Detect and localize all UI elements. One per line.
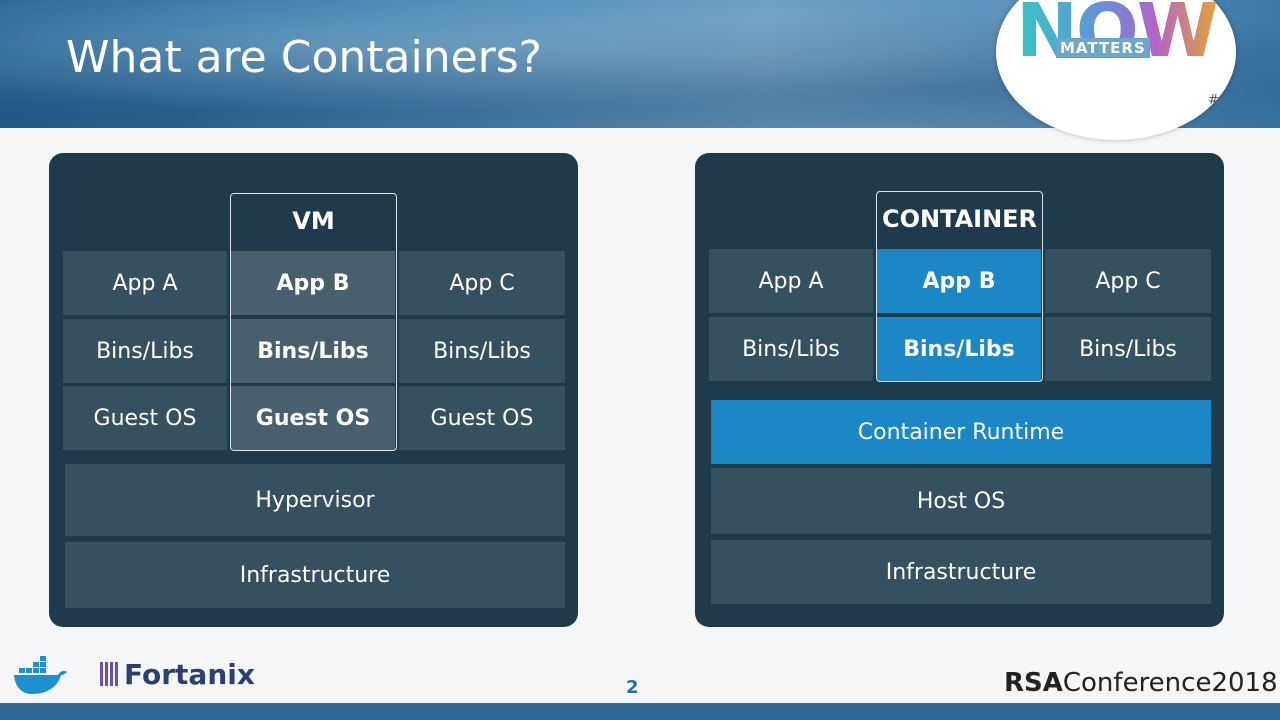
fortanix-mark-icon (100, 662, 120, 686)
fortanix-wordmark: Fortanix (124, 658, 255, 691)
vm-panel: App A App B App C Bins/Libs Bins/Libs Bi… (49, 153, 578, 627)
vm-app-a: App A (63, 251, 227, 315)
rsac-badge: NOW MATTERS #RSAC (996, 0, 1236, 140)
slide-title: What are Containers? (66, 32, 543, 83)
vm-frame-label: VM (292, 207, 335, 235)
vm-infrastructure: Infrastructure (65, 542, 565, 608)
container-app-c: App C (1045, 249, 1211, 313)
container-host-os: Host OS (711, 468, 1211, 534)
container-frame-label: CONTAINER (881, 205, 1038, 233)
rsa-prefix: RSA (1004, 668, 1063, 698)
container-frame (876, 191, 1043, 382)
vm-bins-libs-a: Bins/Libs (63, 319, 227, 383)
container-bins-libs-b: Bins/Libs (877, 317, 1041, 381)
page-number: 2 (626, 677, 639, 698)
container-app-a: App A (709, 249, 873, 313)
vm-hypervisor: Hypervisor (65, 464, 565, 536)
badge-hashtag: #RSAC (1208, 93, 1236, 108)
vm-frame (230, 193, 397, 451)
docker-whale-logo (14, 656, 67, 694)
badge-word: NOW (1016, 0, 1218, 74)
rsa-suffix: Conference2018 (1062, 668, 1278, 698)
vm-app-b: App B (231, 251, 395, 315)
vm-bins-libs-b: Bins/Libs (231, 319, 395, 383)
badge-subword: MATTERS (1056, 38, 1150, 58)
vm-bins-libs-c: Bins/Libs (399, 319, 565, 383)
container-bins-libs-c: Bins/Libs (1045, 317, 1211, 381)
container-panel: App A App B App C Bins/Libs Bins/Libs Bi… (695, 153, 1224, 627)
slide-footer-bar (0, 703, 1280, 720)
container-bins-libs-a: Bins/Libs (709, 317, 873, 381)
container-runtime: Container Runtime (711, 400, 1211, 464)
vm-guest-os-c: Guest OS (399, 386, 565, 450)
container-infrastructure: Infrastructure (711, 540, 1211, 604)
vm-guest-os-a: Guest OS (63, 386, 227, 450)
container-app-b: App B (877, 249, 1041, 313)
rsa-conference-logo: RSAConference2018 (1004, 668, 1278, 698)
vm-app-c: App C (399, 251, 565, 315)
vm-guest-os-b: Guest OS (231, 386, 395, 450)
fortanix-logo: Fortanix (100, 658, 255, 691)
